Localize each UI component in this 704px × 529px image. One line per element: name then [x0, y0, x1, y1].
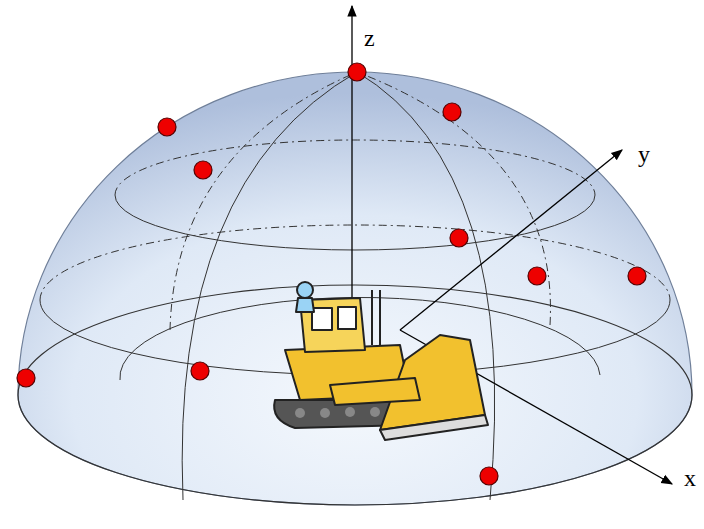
- bulldozer: [274, 282, 488, 440]
- meridian: [182, 72, 357, 500]
- z-axis: [351, 6, 352, 330]
- latitude-line: [115, 195, 595, 250]
- satellite-dots: [17, 63, 646, 485]
- axis-label: x: [684, 466, 696, 490]
- axis-label: y: [638, 142, 650, 166]
- latitude-line: [40, 225, 670, 300]
- latitude-line: [115, 140, 595, 195]
- axis-label: z: [364, 26, 375, 50]
- meridian: [357, 72, 495, 500]
- dome: [18, 72, 692, 505]
- meridian: [170, 72, 357, 330]
- y-axis: [400, 150, 622, 330]
- base-ellipse: [18, 285, 692, 505]
